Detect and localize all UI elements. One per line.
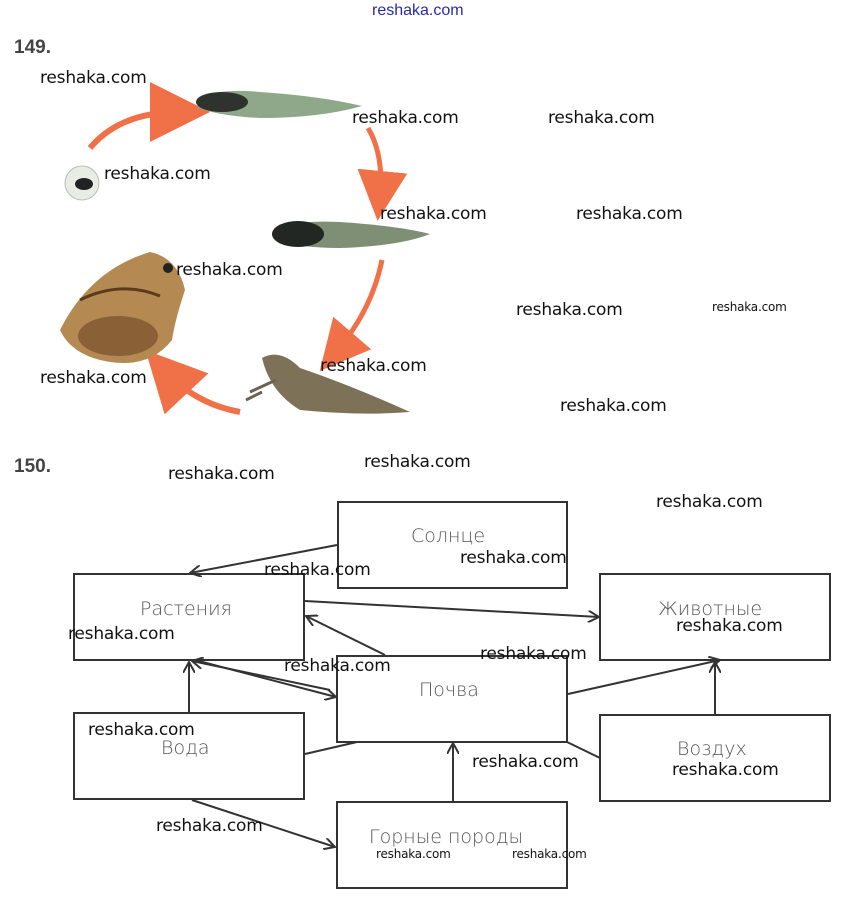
edge-soil-plants-2	[192, 661, 331, 691]
edge-soil-plants	[306, 616, 386, 656]
watermark: reshaka.com	[352, 108, 459, 128]
watermark: reshaka.com	[68, 624, 175, 644]
edge-plants-animals	[304, 600, 599, 617]
watermark: reshaka.com	[656, 492, 763, 512]
node-rocks-label: Горные породы	[369, 826, 524, 848]
watermark: reshaka.com	[672, 760, 779, 780]
froglet-icon	[245, 354, 410, 414]
watermark: reshaka.com	[376, 847, 451, 861]
watermark: reshaka.com	[560, 396, 667, 416]
node-air	[599, 714, 831, 802]
watermark: reshaka.com	[320, 356, 427, 376]
node-plants	[73, 573, 305, 661]
tadpole-early-icon	[196, 90, 362, 118]
cycle-arrow-3	[319, 259, 385, 371]
cycle-arrow-1	[87, 82, 210, 150]
node-water-label: Вода	[161, 737, 210, 759]
watermark: reshaka.com	[364, 452, 471, 472]
edge-water-rocks	[191, 799, 335, 847]
node-water	[73, 712, 305, 800]
node-sun	[337, 501, 568, 589]
watermark: reshaka.com	[460, 548, 567, 568]
task-number-149: 149.	[14, 37, 51, 58]
watermark-top[interactable]: reshaka.com	[372, 2, 464, 19]
edge-soil-animals	[567, 660, 720, 695]
watermark: reshaka.com	[712, 300, 787, 314]
watermark: reshaka.com	[88, 720, 195, 740]
watermark: reshaka.com	[40, 368, 147, 388]
node-animals-label: Животные	[658, 598, 763, 620]
adult-frog-icon	[60, 252, 185, 364]
watermark: reshaka.com	[676, 616, 783, 636]
node-air-label: Воздух	[677, 738, 747, 760]
watermark: reshaka.com	[168, 464, 275, 484]
watermark: reshaka.com	[40, 68, 147, 88]
watermark: reshaka.com	[576, 204, 683, 224]
watermark: reshaka.com	[516, 300, 623, 320]
watermark: reshaka.com	[176, 260, 283, 280]
watermark: reshaka.com	[156, 816, 263, 836]
node-rocks	[336, 801, 568, 889]
node-animals	[599, 573, 831, 661]
watermark: reshaka.com	[104, 164, 211, 184]
egg-icon	[64, 165, 100, 201]
cycle-arrow-4	[145, 350, 241, 415]
cycle-arrow-2	[357, 126, 408, 221]
node-plants-label: Растения	[140, 598, 232, 620]
diagram-edges	[189, 544, 720, 847]
edge-water-soil	[304, 741, 358, 755]
task-number-150: 150.	[14, 456, 51, 477]
node-sun-label: Солнце	[411, 525, 486, 547]
watermark: reshaka.com	[512, 847, 587, 861]
watermark: reshaka.com	[548, 108, 655, 128]
edge-sun-plants	[190, 544, 338, 573]
watermark: reshaka.com	[284, 656, 391, 676]
watermark: reshaka.com	[380, 204, 487, 224]
node-soil-label: Почва	[419, 679, 479, 701]
edge-soil-air	[566, 741, 601, 759]
watermark: reshaka.com	[264, 560, 371, 580]
tadpole-late-icon	[272, 221, 430, 248]
watermark: reshaka.com	[480, 644, 587, 664]
watermark: reshaka.com	[472, 752, 579, 772]
node-soil	[336, 655, 568, 743]
